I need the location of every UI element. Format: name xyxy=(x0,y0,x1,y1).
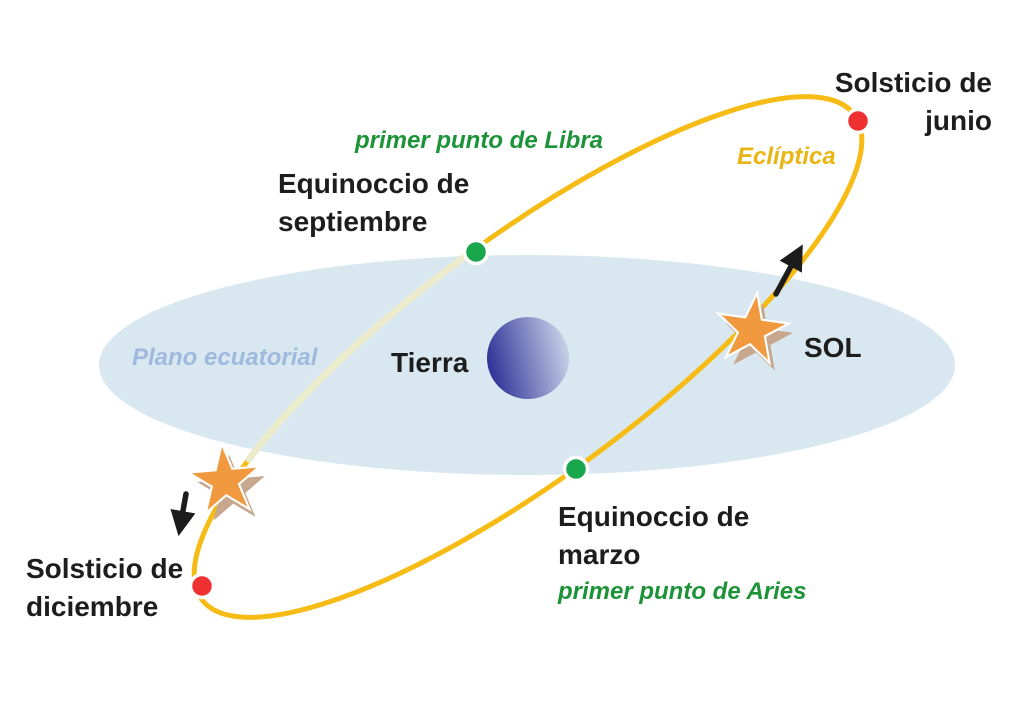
equinox-march-dot xyxy=(562,455,590,483)
label-equatorial-plane: Plano ecuatorial xyxy=(132,344,318,371)
label-first-point-aries: primer punto de Aries xyxy=(558,578,807,605)
orbit-direction-arrow-december xyxy=(170,491,196,537)
solstice-june-dot xyxy=(844,107,872,135)
label-equinox-september: Equinoccio de septiembre xyxy=(278,168,470,237)
equinox-september-dot xyxy=(462,238,490,266)
label-earth: Tierra xyxy=(391,347,469,378)
label-equinox-march: Equinoccio de marzo xyxy=(558,501,750,570)
label-solstice-december: Solsticio de diciembre xyxy=(26,553,184,622)
solstice-december-dot xyxy=(188,572,216,600)
label-solstice-june: Solsticio de junio xyxy=(834,67,992,136)
orbit-direction-arrow-june xyxy=(773,244,803,297)
label-first-point-libra: primer punto de Libra xyxy=(355,127,604,154)
label-ecliptic: Eclíptica xyxy=(737,143,836,170)
label-sun: SOL xyxy=(804,332,862,363)
ecliptic-hidden-segment xyxy=(245,243,482,463)
earth-sphere xyxy=(487,317,569,399)
